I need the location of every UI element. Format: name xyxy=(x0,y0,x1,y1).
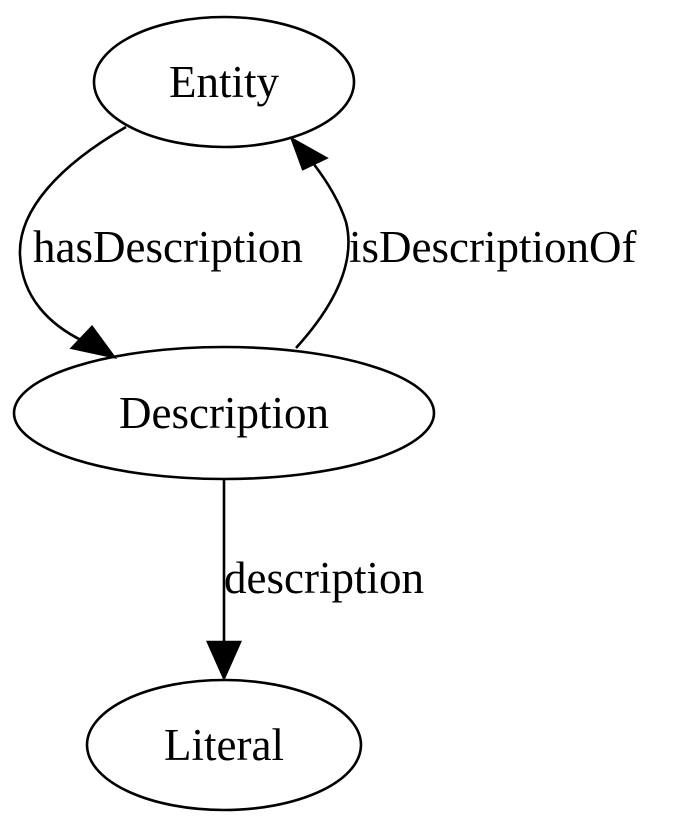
edge-has-description: hasDescription xyxy=(18,125,303,359)
edge-has-description-label: hasDescription xyxy=(33,222,303,272)
node-description-label: Description xyxy=(119,388,329,438)
node-description-shape xyxy=(12,345,436,481)
node-entity-label: Entity xyxy=(169,57,279,107)
edge-has-description-arrowhead xyxy=(69,324,118,359)
edge-is-description-of-arrowhead xyxy=(289,136,329,171)
edge-is-description-of-label: isDescriptionOf xyxy=(349,222,636,272)
node-entity: Entity xyxy=(92,15,356,149)
node-literal-label: Literal xyxy=(164,720,284,770)
edge-has-description-line xyxy=(18,125,127,343)
node-entity-shape xyxy=(92,15,356,149)
edge-is-description-of-line xyxy=(295,162,350,349)
edge-description: description xyxy=(205,480,424,682)
node-description: Description xyxy=(12,345,436,481)
edge-is-description-of: isDescriptionOf xyxy=(289,136,636,349)
edge-description-arrowhead xyxy=(205,640,243,682)
node-literal: Literal xyxy=(85,678,363,812)
edge-description-label: description xyxy=(224,553,424,603)
